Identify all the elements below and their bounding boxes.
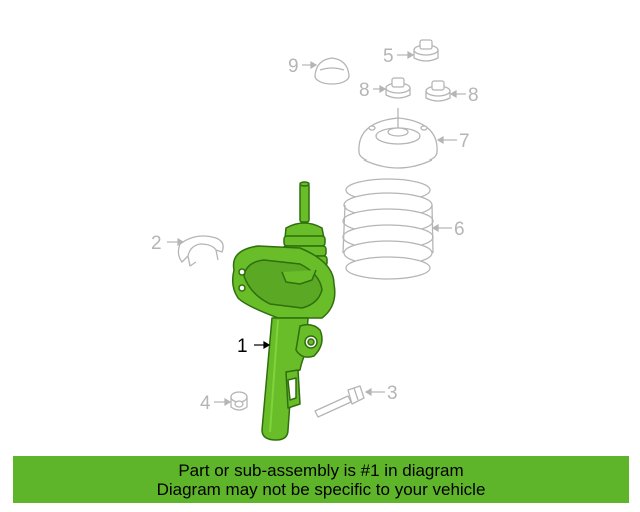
callout-7: 7 xyxy=(459,131,470,152)
part-6-coil-spring xyxy=(342,178,434,280)
callout-8-right: 8 xyxy=(468,85,479,106)
banner-line-1: Part or sub-assembly is #1 in diagram xyxy=(178,460,464,480)
part-8-nut-left xyxy=(385,77,411,99)
callout-8-left: 8 xyxy=(359,80,370,101)
part-7-strut-mount xyxy=(358,108,438,169)
info-banner: Part or sub-assembly is #1 in diagram Di… xyxy=(13,456,629,503)
part-1-strut-assembly xyxy=(231,181,336,441)
callout-9: 9 xyxy=(288,56,299,77)
part-9-bump-cap xyxy=(314,57,350,85)
part-5-nut xyxy=(413,39,439,62)
banner-line-2: Diagram may not be specific to your vehi… xyxy=(156,479,486,499)
callout-2: 2 xyxy=(151,233,162,254)
part-3-bolt xyxy=(314,385,365,418)
banner-background xyxy=(13,456,629,503)
callout-4: 4 xyxy=(200,393,211,414)
callout-6: 6 xyxy=(454,219,465,240)
callout-5: 5 xyxy=(383,46,394,67)
callout-1: 1 xyxy=(237,336,248,357)
part-4-nut xyxy=(230,391,248,411)
part-8-nut-right xyxy=(425,80,451,102)
callout-3: 3 xyxy=(387,383,398,404)
part-2-spring-insulator xyxy=(177,235,224,267)
